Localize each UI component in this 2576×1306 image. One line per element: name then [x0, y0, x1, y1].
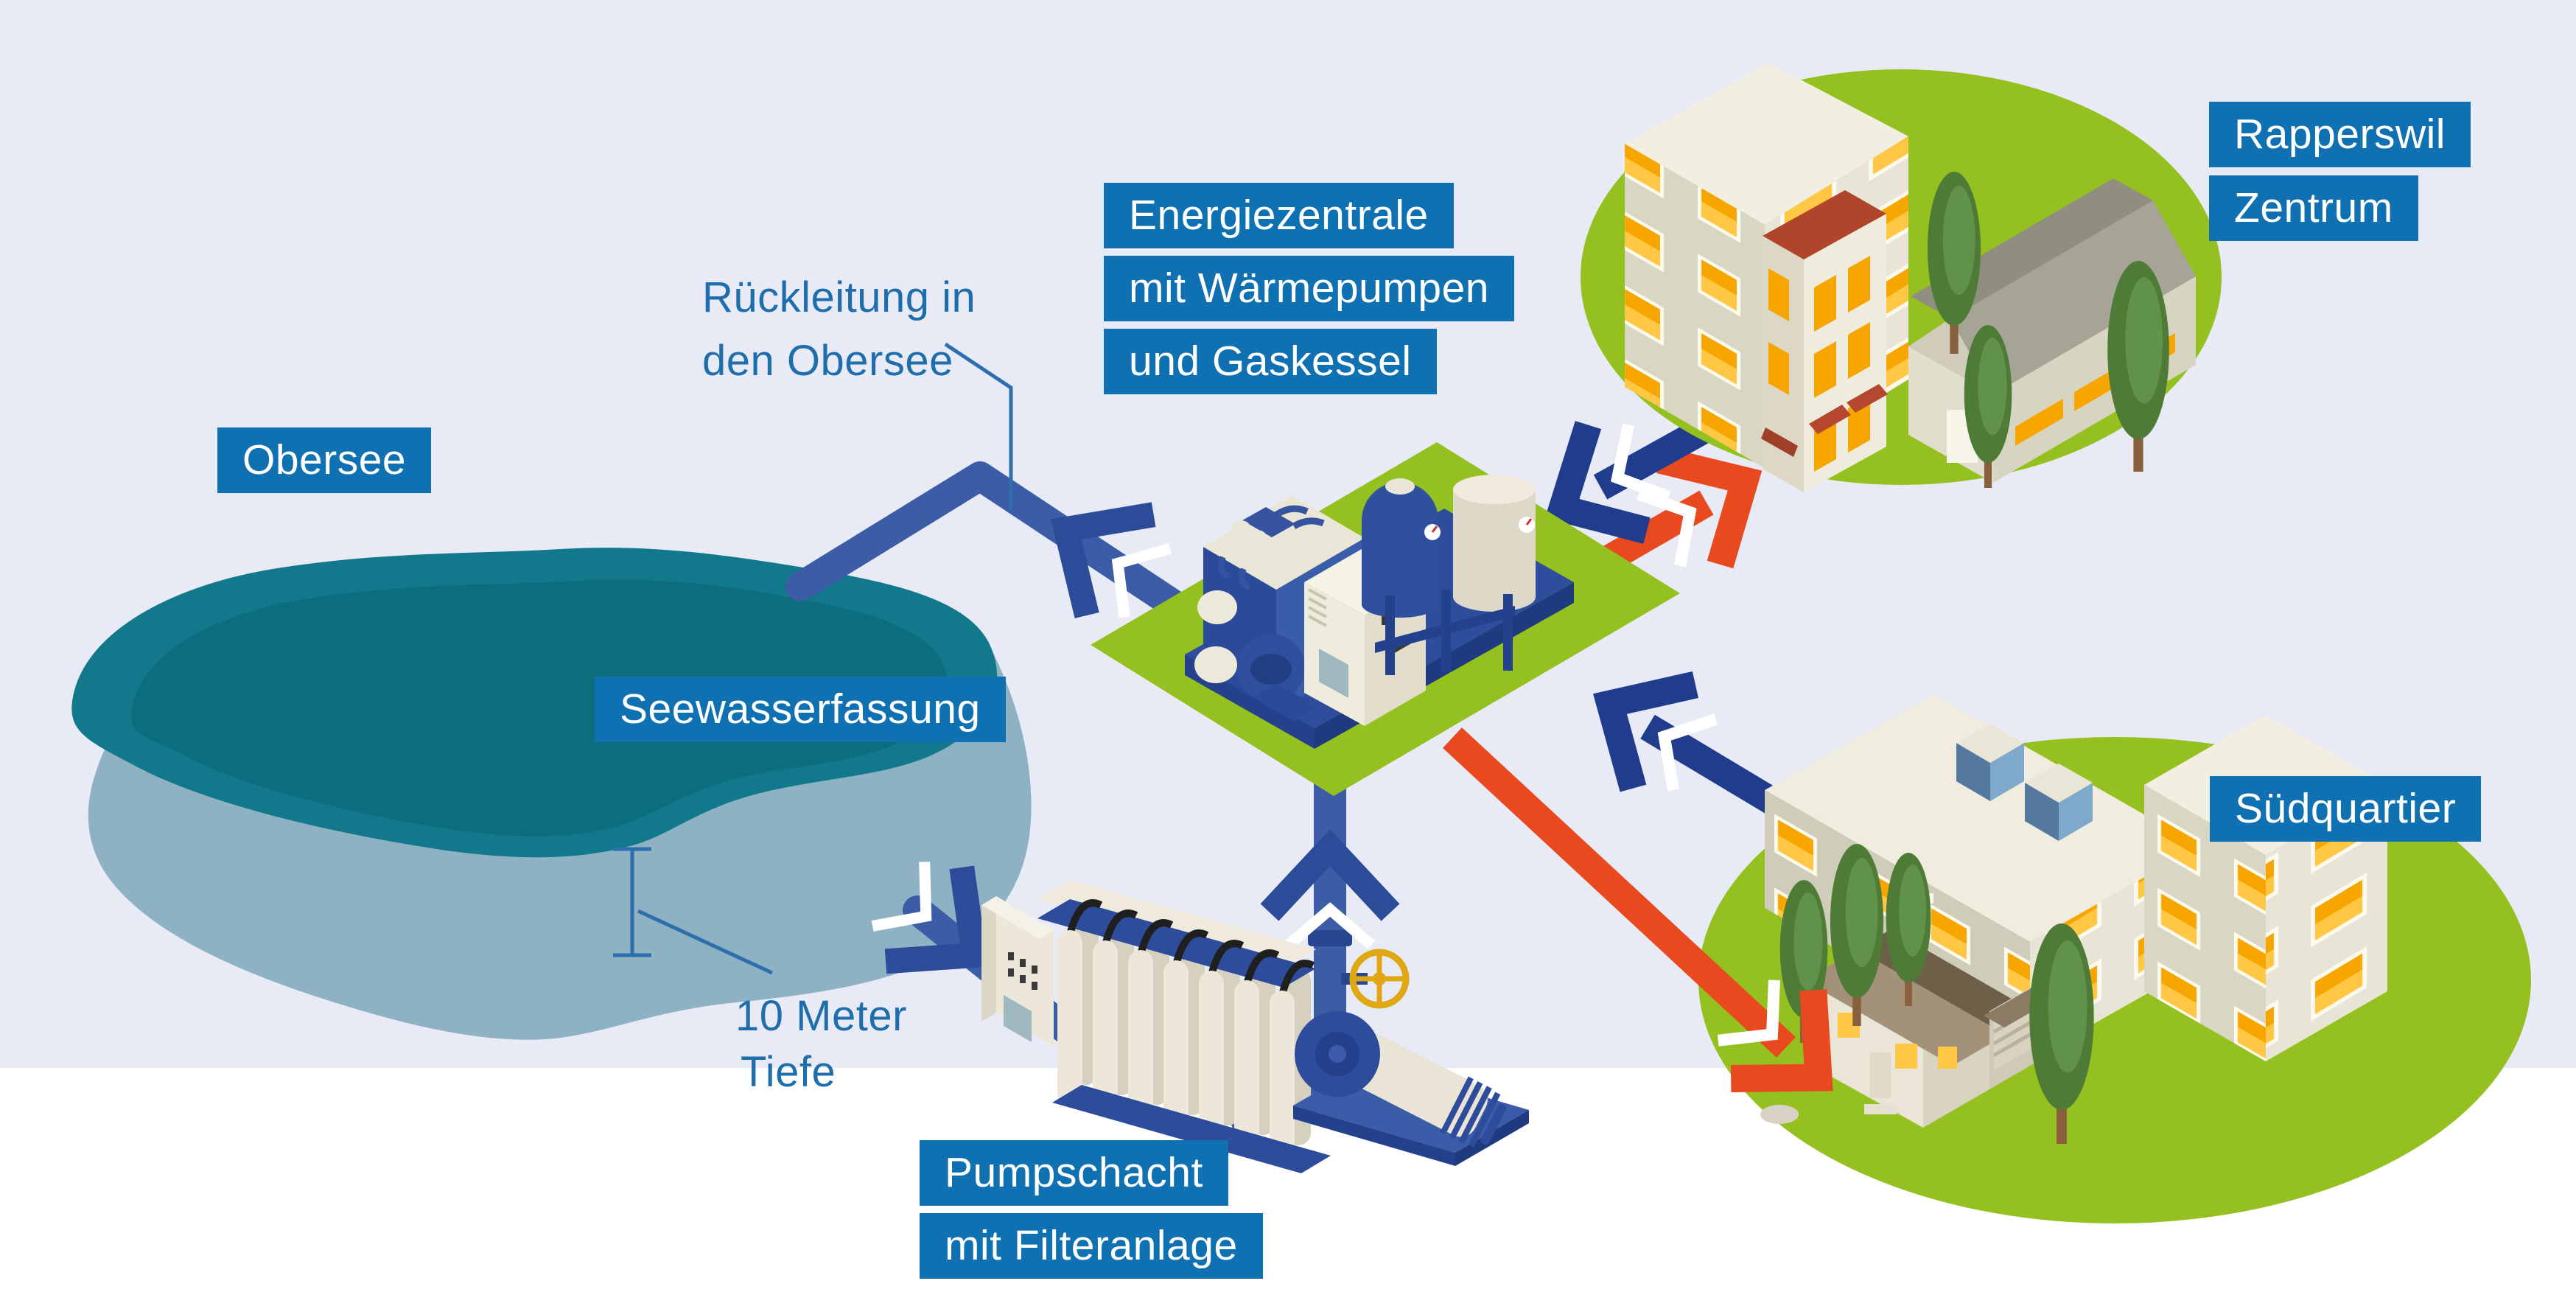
label-energiezentrale-line3: und Gaskessel [1104, 329, 1437, 394]
rapperswil-district [1581, 63, 2222, 492]
tank-support-frame [1375, 590, 1515, 675]
tiefe-pointer [637, 909, 774, 975]
label-rueckleitung-line1: Rückleitung in [702, 273, 976, 321]
pump [1293, 1011, 1529, 1166]
storage-tank [1453, 475, 1536, 612]
return-pipe [785, 461, 1235, 650]
label-pumpschacht-line2: mit Filteranlage [920, 1213, 1263, 1279]
rooftop-unit [2025, 764, 2093, 841]
valve-handwheel-icon [1341, 949, 1410, 1009]
energy-plant [1091, 442, 1680, 796]
label-tiefe-line1: 10 Meter [735, 992, 907, 1040]
awning [1809, 405, 1851, 434]
warm-supply-arrow-suedquartier [1443, 727, 1860, 1122]
label-rueckleitung-line2: den Obersee [702, 337, 953, 385]
label-suedquartier: Südquartier [2210, 776, 2482, 842]
label-obersee: Obersee [217, 427, 432, 493]
label-energiezentrale-line2: mit Wärmepumpen [1104, 256, 1514, 321]
pointer-lines [637, 342, 1013, 975]
label-tiefe-line2: Tiefe [741, 1048, 836, 1096]
old-town-building [1761, 190, 1888, 492]
filter-unit [981, 880, 1331, 1173]
label-seewasserfassung: Seewasserfassung [595, 677, 1006, 742]
depth-measure [613, 847, 651, 957]
filter-hoses [1066, 899, 1315, 996]
filter-control-cabinet [981, 896, 1054, 1047]
lake-surface-inner [131, 579, 948, 837]
riser-pipe-collar [1308, 930, 1352, 946]
suedquartier-district [1698, 694, 2531, 1223]
awning [1847, 384, 1888, 413]
label-rapperswil-line1: Rapperswil [2209, 102, 2471, 167]
label-energiezentrale-line1: Energiezentrale [1104, 183, 1454, 248]
label-pumpschacht-line1: Pumpschacht [920, 1140, 1228, 1206]
pebble [1760, 1105, 1799, 1124]
tower-block [2144, 715, 2387, 1061]
gas-boiler-tank [1362, 478, 1441, 618]
rooftop-unit [1956, 724, 2024, 801]
awning [1761, 427, 1798, 457]
rueckleitung-pointer [944, 342, 1013, 510]
label-rapperswil-line2: Zentrum [2209, 175, 2418, 241]
